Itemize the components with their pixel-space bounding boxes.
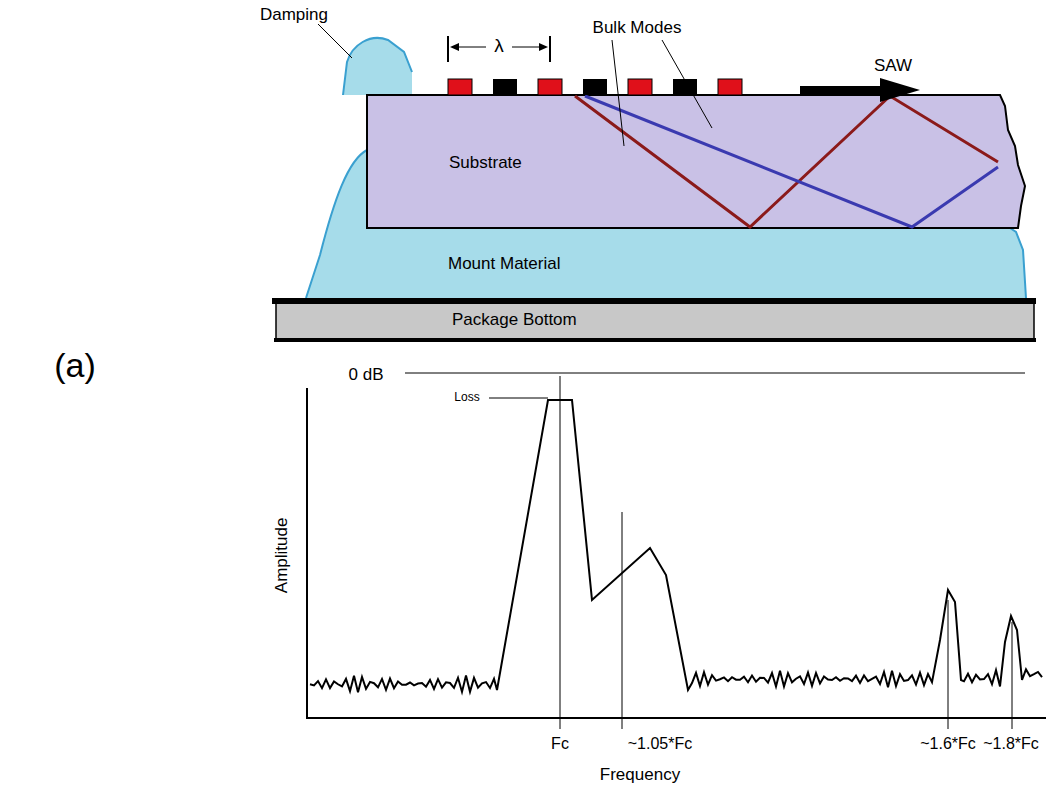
annotation-label: Amplitude bbox=[274, 517, 293, 593]
marker-line bbox=[622, 512, 623, 729]
annotation-label: ~1.05*Fc bbox=[628, 735, 692, 753]
leader-line bbox=[489, 398, 548, 399]
bulk-mode-ray bbox=[585, 96, 998, 227]
package-edge bbox=[274, 338, 1036, 342]
y-axis bbox=[306, 388, 308, 719]
idt-electrodes bbox=[448, 79, 742, 95]
layer-label: Substrate bbox=[449, 153, 522, 173]
annotation-label: Bulk Modes bbox=[593, 19, 682, 38]
annotation-label: ~1.6*Fc bbox=[920, 735, 976, 753]
annotation-label: Damping bbox=[260, 6, 328, 25]
annotation-label: λ bbox=[492, 36, 506, 57]
reference-line bbox=[405, 373, 1025, 374]
layer-label: Package Bottom bbox=[452, 310, 577, 330]
saw-arrow bbox=[800, 78, 920, 102]
damping-blob bbox=[343, 38, 412, 95]
annotation-label: 0 dB bbox=[347, 366, 386, 385]
marker-line bbox=[1012, 622, 1013, 729]
annotation-label: Loss bbox=[454, 391, 479, 404]
layer-region: Mount Material bbox=[320, 228, 1020, 298]
response-curve bbox=[310, 400, 1042, 692]
mount-edge bbox=[1010, 228, 1026, 298]
layer-region: Substrate bbox=[367, 95, 997, 228]
annotation-label: ~1.8*Fc bbox=[983, 735, 1039, 753]
leader-line bbox=[662, 40, 712, 128]
bulk-mode-ray bbox=[575, 96, 998, 227]
substrate-block bbox=[367, 95, 1025, 228]
leader-line bbox=[318, 24, 352, 58]
annotation-label: Frequency bbox=[600, 766, 680, 785]
damping-edge bbox=[343, 38, 412, 95]
layer-label: Mount Material bbox=[448, 254, 560, 274]
response-curve bbox=[310, 400, 1042, 692]
package-edge bbox=[272, 298, 1036, 304]
annotation-label: Fc bbox=[551, 735, 569, 753]
x-axis bbox=[306, 717, 1046, 719]
wavelength-bracket bbox=[448, 36, 550, 62]
annotation-label: SAW bbox=[874, 57, 912, 76]
package-bottom bbox=[276, 303, 1034, 339]
layer-region: Package Bottom bbox=[276, 304, 1034, 338]
marker-line bbox=[948, 600, 949, 729]
mount-edge bbox=[306, 150, 367, 298]
annotation-label: (a) bbox=[54, 347, 96, 384]
marker-line bbox=[560, 376, 561, 729]
leader-line bbox=[612, 40, 624, 146]
